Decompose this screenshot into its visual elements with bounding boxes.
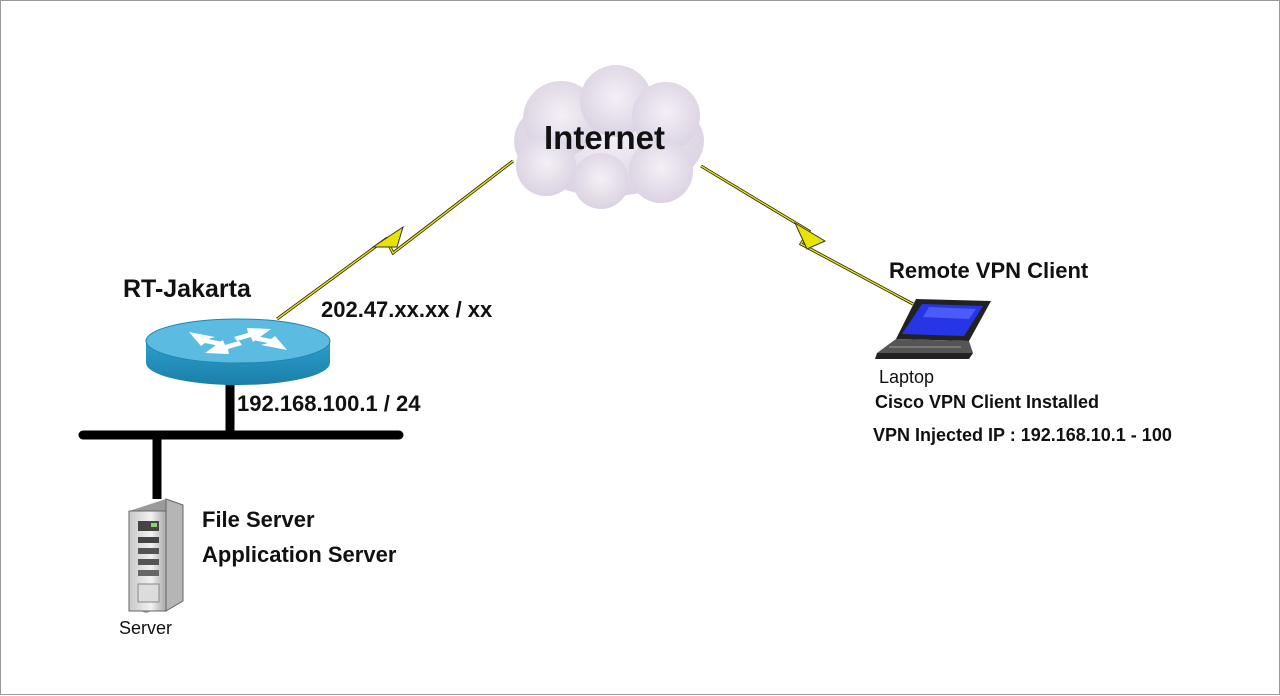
router-icon (145, 318, 331, 385)
server-caption: Server (119, 618, 173, 638)
lan-segment (78, 383, 404, 499)
serial-link-left (276, 159, 514, 321)
server-role-app-label: Application Server (202, 542, 397, 567)
serial-link-right (700, 164, 914, 306)
internet-label: Internet (544, 119, 666, 156)
router-wan-ip-label: 202.47.xx.xx / xx (321, 297, 493, 322)
laptop-icon (875, 299, 991, 359)
server-role-file-label: File Server (202, 507, 315, 532)
router-lan-ip-label: 192.168.100.1 / 24 (237, 391, 421, 416)
client-ip-pool-label: VPN Injected IP : 192.168.10.1 - 100 (873, 425, 1172, 445)
client-software-label: Cisco VPN Client Installed (875, 392, 1100, 412)
remote-client-title: Remote VPN Client (889, 258, 1089, 283)
laptop-caption: Laptop (879, 367, 935, 387)
server-icon (128, 498, 184, 613)
cloud-icon (514, 65, 704, 209)
router-name-label: RT-Jakarta (123, 275, 251, 303)
